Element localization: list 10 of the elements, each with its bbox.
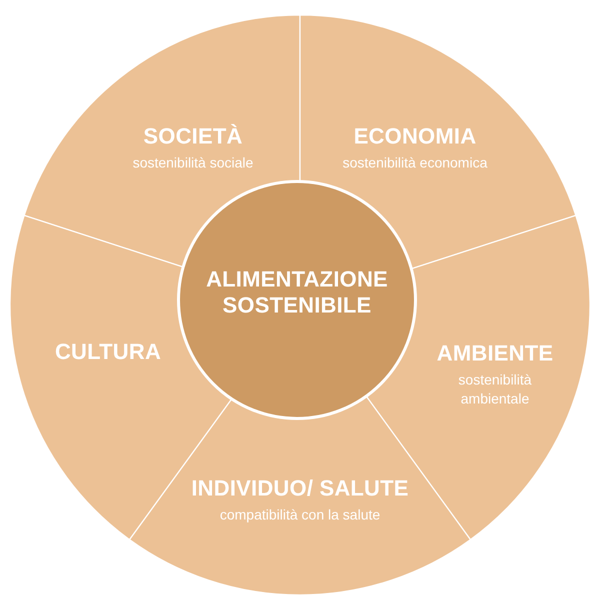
sector-subtitle: sostenibilità sociale xyxy=(132,154,254,172)
sector-subtitle: sostenibilità ambientale xyxy=(457,371,533,408)
sector-subtitle: sostenibilità economica xyxy=(342,154,488,172)
sector-heading: ECONOMIA xyxy=(354,124,476,150)
sector-heading: INDIVIDUO/ SALUTE xyxy=(191,476,409,502)
sector-heading: SOCIETÀ xyxy=(143,124,243,150)
sector-subtitle: compatibilità con la salute xyxy=(220,506,380,524)
sector-heading: ALIMENTAZIONE SOSTENIBILE xyxy=(205,266,389,320)
sector-heading: AMBIENTE xyxy=(436,340,554,367)
sector-heading: CULTURA xyxy=(54,338,162,366)
